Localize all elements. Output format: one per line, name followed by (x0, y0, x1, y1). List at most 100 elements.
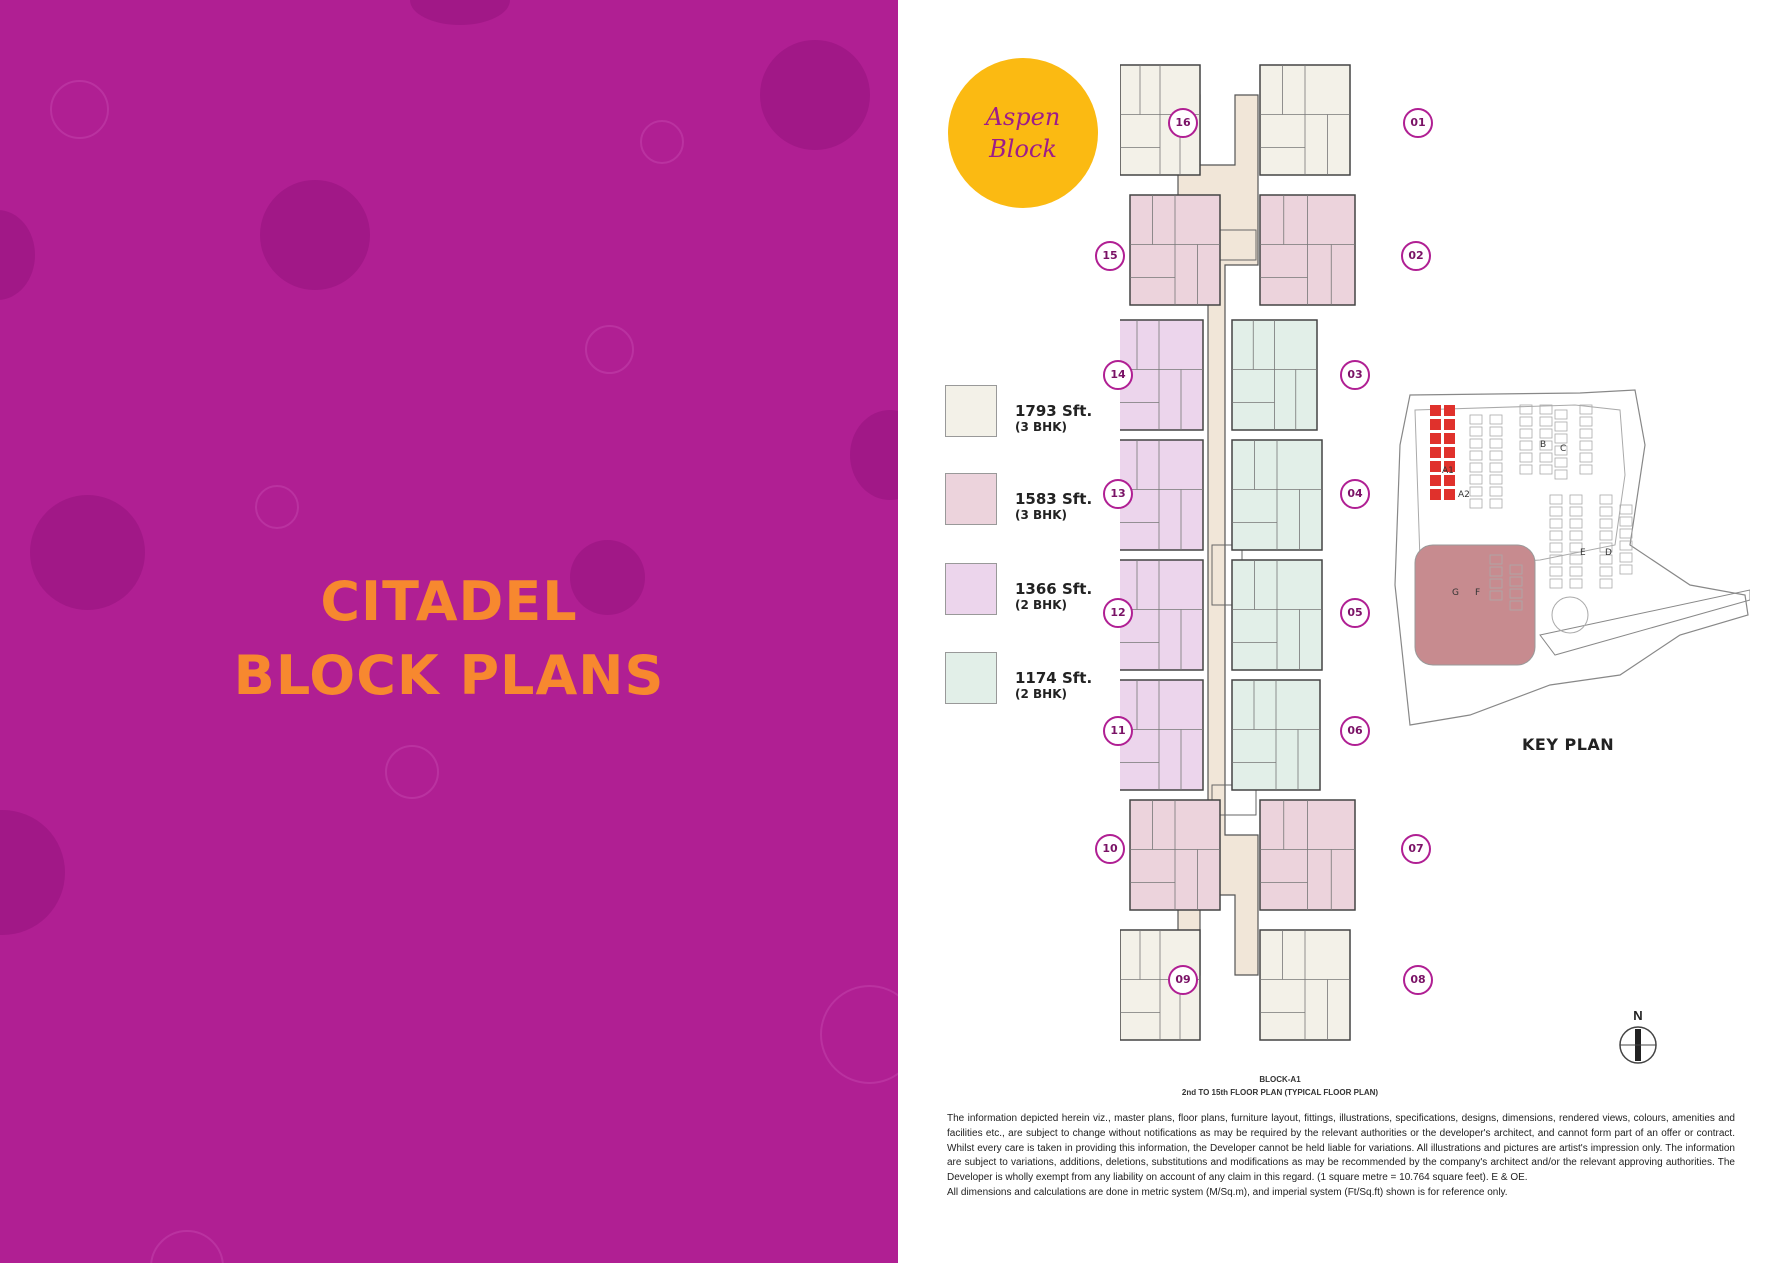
unit-label-11: 11 (1103, 716, 1133, 746)
unit-label-09: 09 (1168, 965, 1198, 995)
block-badge-line-1: Aspen (985, 103, 1061, 131)
decor-bubble (0, 810, 65, 935)
block-outline (1549, 506, 1563, 517)
block-outline (1579, 404, 1593, 415)
legend-size: 1583 Sft. (1015, 490, 1093, 508)
legend-item-1174: 1174 Sft. (2 BHK) (1015, 669, 1092, 701)
key-label-b: B (1540, 440, 1546, 450)
legend-swatch-1366 (945, 563, 997, 615)
compass-icon (1619, 1026, 1657, 1064)
block-outline (1579, 416, 1593, 427)
a1-unit-marker (1430, 433, 1441, 444)
block-outline (1619, 516, 1633, 527)
block-outline (1579, 440, 1593, 451)
block-outline (1489, 438, 1503, 449)
block-outline (1469, 474, 1483, 485)
a1-unit-marker (1430, 475, 1441, 486)
a1-unit-marker (1444, 419, 1455, 430)
decor-bubble (385, 745, 439, 799)
block-outline (1509, 564, 1523, 575)
unit-block (1259, 194, 1356, 306)
a1-unit-marker (1444, 447, 1455, 458)
block-outline (1554, 457, 1568, 468)
plan-caption: BLOCK-A1 2nd TO 15th FLOOR PLAN (TYPICAL… (1120, 1073, 1440, 1099)
other-blocks (1469, 404, 1633, 611)
block-outline (1549, 542, 1563, 553)
block-outline (1599, 506, 1613, 517)
block-outline (1599, 566, 1613, 577)
unit-block (1120, 319, 1204, 431)
legend-type: (3 BHK) (1015, 508, 1067, 522)
legend-type: (2 BHK) (1015, 687, 1067, 701)
a1-unit-marker (1430, 419, 1441, 430)
unit-block (1259, 799, 1356, 911)
block-outline (1539, 404, 1553, 415)
block-outline (1469, 414, 1483, 425)
decor-bubble (0, 210, 35, 300)
key-plan-label: KEY PLAN (1522, 735, 1615, 754)
block-outline (1599, 542, 1613, 553)
key-label-c: C (1560, 444, 1566, 454)
block-badge: Aspen Block (948, 58, 1098, 208)
block-outline (1489, 450, 1503, 461)
unit-block (1231, 439, 1323, 551)
disclaimer-text: The information depicted herein viz., ma… (947, 1113, 1735, 1184)
compass-n-label: N (1633, 1008, 1643, 1023)
key-label-f: F (1475, 588, 1480, 598)
unit-block (1231, 559, 1323, 671)
decor-bubble (570, 540, 645, 615)
block-outline (1554, 445, 1568, 456)
block-outline (1579, 452, 1593, 463)
unit-label-07: 07 (1401, 834, 1431, 864)
block-outline (1569, 566, 1583, 577)
unit-label-02: 02 (1401, 241, 1431, 271)
unit-block (1129, 799, 1221, 911)
left-panel: CITADEL BLOCK PLANS (0, 0, 898, 1263)
legend-swatch-1793 (945, 385, 997, 437)
decor-bubble (30, 495, 145, 610)
block-outline (1579, 464, 1593, 475)
decor-bubble (260, 180, 370, 290)
block-outline (1489, 414, 1503, 425)
block-outline (1469, 426, 1483, 437)
block-outline (1579, 428, 1593, 439)
block-outline (1469, 450, 1483, 461)
decor-bubble (410, 0, 510, 25)
block-outline (1619, 504, 1633, 515)
block-outline (1539, 428, 1553, 439)
a1-unit-marker (1430, 405, 1441, 416)
decor-bubble (150, 1230, 224, 1263)
block-outline (1554, 433, 1568, 444)
block-outline (1469, 462, 1483, 473)
block-outline (1549, 530, 1563, 541)
north-compass: N (1614, 1008, 1662, 1070)
block-outline (1569, 578, 1583, 589)
units-layer (1120, 64, 1356, 1041)
block-outline (1599, 554, 1613, 565)
block-outline (1469, 498, 1483, 509)
block-outline (1549, 518, 1563, 529)
decor-bubble (760, 40, 870, 150)
decor-bubble (640, 120, 684, 164)
block-outline (1469, 486, 1483, 497)
block-outline (1469, 438, 1483, 449)
unit-label-01: 01 (1403, 108, 1433, 138)
block-outline (1599, 494, 1613, 505)
key-label-a2: A2 (1458, 490, 1470, 500)
block-outline (1489, 554, 1503, 565)
legend-size: 1366 Sft. (1015, 580, 1093, 598)
decor-bubble (850, 410, 898, 500)
a1-unit-marker (1430, 447, 1441, 458)
block-outline (1569, 506, 1583, 517)
a1-unit-marker (1444, 489, 1455, 500)
floor-plan-drawing (1120, 64, 1356, 1041)
unit-block (1129, 194, 1221, 306)
title-line-1: CITADEL (320, 570, 578, 633)
unit-label-13: 13 (1103, 479, 1133, 509)
title-line-2: BLOCK PLANS (233, 644, 665, 707)
block-outline (1554, 409, 1568, 420)
a1-unit-marker (1430, 461, 1441, 472)
block-outline (1489, 426, 1503, 437)
legend-item-1583: 1583 Sft. (3 BHK) (1015, 490, 1092, 522)
unit-block (1120, 679, 1204, 791)
